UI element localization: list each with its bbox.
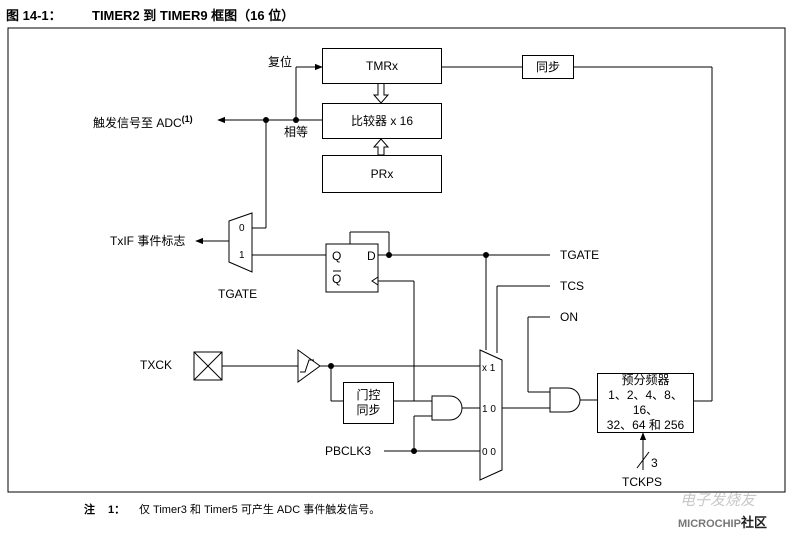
- pr-register-block: PRx: [322, 155, 442, 193]
- watermark-brand: MICROCHIP社区: [678, 516, 767, 531]
- ff-q-label: Q: [332, 249, 342, 263]
- tmr-register-block: TMRx: [322, 48, 442, 84]
- note-prefix: 注: [84, 504, 95, 516]
- tmr-to-comparator-arrow: [372, 81, 390, 104]
- junction-dot: [411, 448, 417, 454]
- watermark-cn: 电子发烧友: [680, 492, 756, 509]
- tckps-bits-label: 3: [651, 456, 658, 470]
- flip-flop: [325, 243, 379, 293]
- note-number: 1：: [108, 504, 126, 516]
- mux-input-0-label: 0: [239, 223, 245, 234]
- prescaler-block: 预分频器 1、2、4、8、16、 32、64 和 256: [597, 373, 694, 433]
- mux-x1-label: x 1: [482, 363, 496, 374]
- prescaler-label-3: 32、64 和 256: [606, 418, 685, 432]
- pr-to-comparator-arrow: [372, 138, 390, 156]
- mux-input-1-label: 1: [239, 250, 245, 261]
- gate-sync-label-2: 同步: [356, 403, 381, 417]
- figure-frame: [7, 27, 786, 493]
- junction-dot: [483, 252, 489, 258]
- equal-label: 相等: [284, 125, 309, 139]
- junction-dot: [328, 363, 334, 369]
- reset-label: 复位: [268, 55, 293, 69]
- and-gate-on: [549, 387, 581, 413]
- adc-trigger-label: 触发信号至 ADC(1): [93, 112, 193, 130]
- schmitt-trigger-buffer: [297, 349, 321, 383]
- sync-block: 同步: [522, 55, 574, 79]
- output-mux: [228, 212, 253, 273]
- prescaler-label-1: 预分频器: [621, 373, 670, 387]
- gate-sync-label-1: 门控: [356, 388, 381, 402]
- txck-label: TXCK: [140, 358, 173, 372]
- prescaler-label-2: 1、2、4、8、16、: [608, 388, 683, 417]
- on-label: ON: [560, 310, 578, 324]
- gate-sync-block: 门控 同步: [343, 382, 394, 424]
- adc-note-ref: (1): [181, 114, 193, 124]
- mux-00-label: 0 0: [482, 447, 496, 458]
- and-gate-gate-sync: [431, 395, 463, 421]
- ff-d-label: D: [367, 249, 376, 263]
- watermark-community: 社区: [740, 515, 767, 530]
- tcs-label: TCS: [560, 279, 584, 293]
- adc-trigger-text: 触发信号至 ADC: [93, 116, 182, 130]
- figure-number: 图 14-1：: [6, 8, 62, 23]
- watermark-brand-text: MICROCHIP: [678, 518, 741, 530]
- txif-label: TxIF 事件标志: [110, 234, 186, 248]
- ff-qbar-label: Q: [332, 272, 342, 286]
- tgate-label: TGATE: [560, 248, 600, 262]
- figure-title: TIMER2 到 TIMER9 框图（16 位）: [92, 8, 295, 23]
- junction-dot: [386, 252, 392, 258]
- clock-source-mux: [479, 349, 503, 481]
- junction-dot: [293, 117, 299, 123]
- pbclk-label: PBCLK3: [325, 444, 372, 458]
- mux-10-label: 1 0: [482, 404, 496, 415]
- junction-dot: [263, 117, 269, 123]
- clock-input-triangle: [371, 276, 379, 286]
- tckps-label: TCKPS: [622, 475, 663, 489]
- comparator-block: 比较器 x 16: [322, 103, 442, 139]
- note-text: 仅 Timer3 和 Timer5 可产生 ADC 事件触发信号。: [139, 504, 381, 516]
- tgate-mux-label: TGATE: [218, 287, 258, 301]
